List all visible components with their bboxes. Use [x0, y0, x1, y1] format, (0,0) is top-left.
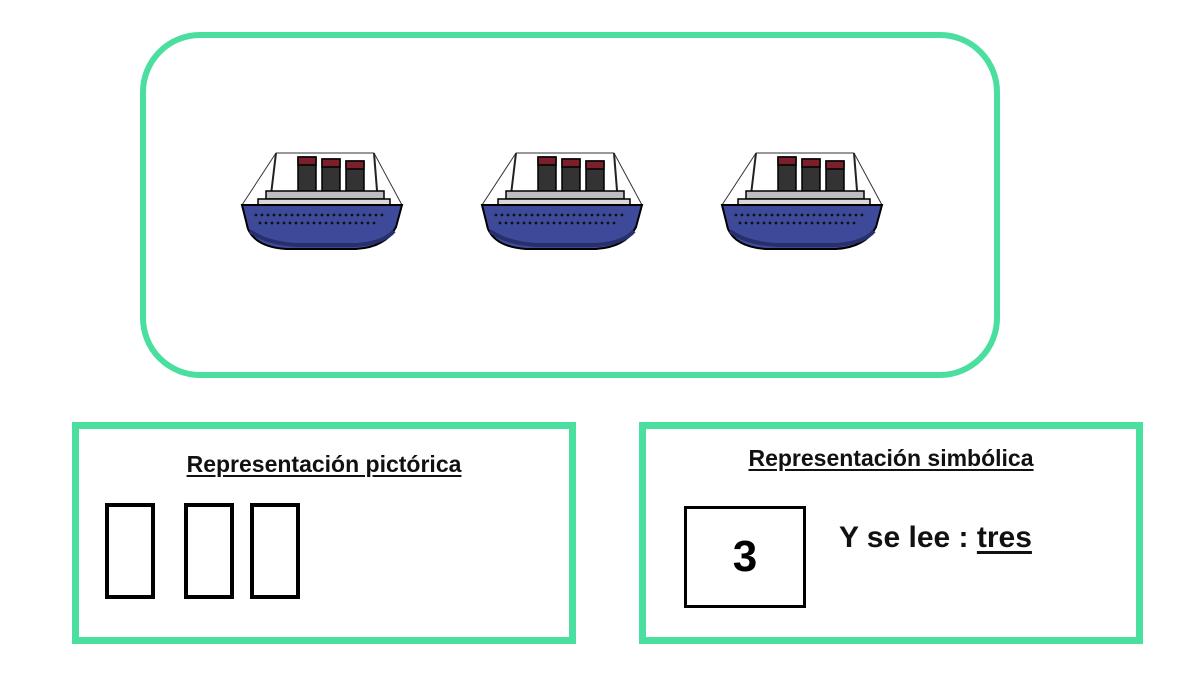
steamship-icon: [720, 152, 884, 250]
pictorial-symbols: [105, 503, 300, 599]
ships-panel: [140, 32, 1000, 378]
number-box: 3: [684, 506, 806, 608]
missing-glyph-icon: [105, 503, 155, 599]
steamship-icon: [480, 152, 644, 250]
symbolic-representation-card: Representación simbólica 3 Y se lee : tr…: [639, 422, 1143, 644]
reading-word: tres: [976, 521, 1032, 554]
reading-text: Y se lee : tres: [839, 521, 1032, 555]
missing-glyph-icon: [250, 503, 300, 599]
pictorial-title: Representación pictórica: [186, 451, 462, 477]
steamship-icon: [240, 152, 404, 250]
pictorial-representation-card: Representación pictórica: [72, 422, 576, 644]
missing-glyph-icon: [184, 503, 234, 599]
symbolic-title: Representación simbólica: [748, 445, 1034, 471]
reading-prefix: Y se lee :: [839, 521, 977, 554]
